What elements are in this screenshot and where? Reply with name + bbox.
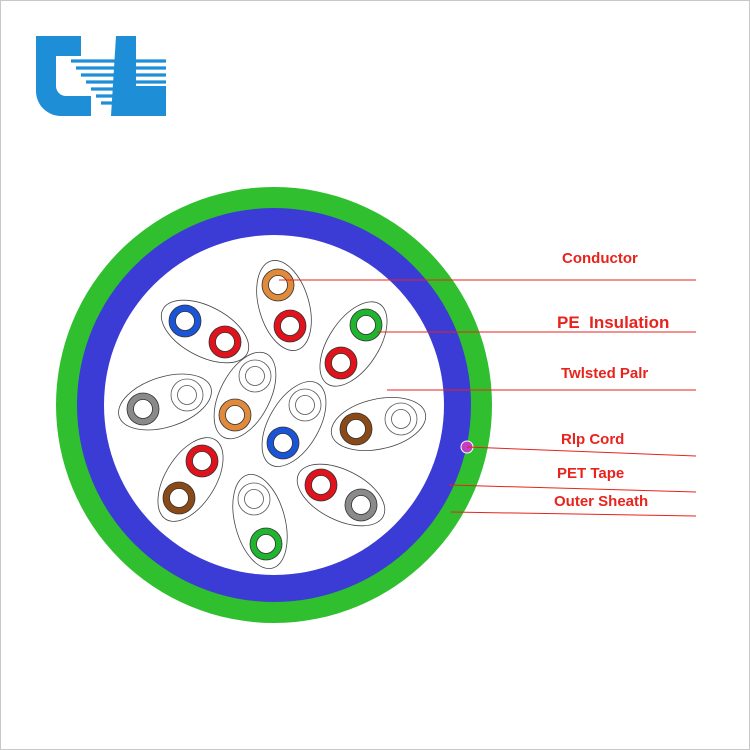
conductor <box>192 451 212 471</box>
conductor <box>280 316 300 336</box>
twisted-pair <box>256 260 312 351</box>
conductor <box>225 405 245 425</box>
twisted-pair <box>319 301 388 387</box>
conductor <box>351 495 371 515</box>
twisted-pair <box>261 381 327 467</box>
logo-stripes <box>71 59 166 105</box>
callout-lines <box>279 279 697 517</box>
conductor <box>356 315 376 335</box>
conductor <box>169 488 189 508</box>
twisted-pair <box>160 299 250 364</box>
conductor <box>331 353 351 373</box>
label-outer-sheath: Outer Sheath <box>554 493 649 510</box>
conductor <box>311 475 331 495</box>
conductor <box>244 489 264 509</box>
conductor <box>256 534 276 554</box>
twisted-pair <box>157 437 224 522</box>
conductor <box>175 311 195 331</box>
twisted-pair <box>330 397 427 451</box>
conductor <box>273 433 293 453</box>
label-rip-cord: Rlp Cord <box>561 431 625 448</box>
conductor <box>215 332 235 352</box>
conductor <box>346 419 366 439</box>
callout-line-pet-tape <box>448 484 697 493</box>
conductor <box>177 385 197 405</box>
callout-line-rip-cord <box>466 446 697 457</box>
twisted-pairs <box>118 260 427 569</box>
label-twisted-pair: Twlsted Palr <box>561 365 649 382</box>
callout-line-outer-sheath <box>450 511 697 517</box>
label-pet-tape: PET Tape <box>557 465 625 482</box>
twisted-pair <box>296 463 386 527</box>
logo-c-shape <box>36 36 91 116</box>
label-conductor: Conductor <box>562 250 638 267</box>
conductor <box>133 399 153 419</box>
twisted-pair <box>232 474 288 569</box>
twisted-pair <box>118 373 212 431</box>
conductor <box>245 366 265 386</box>
company-logo <box>36 36 166 116</box>
label-pe-insulation: PE Insulation <box>557 313 670 332</box>
twisted-pair <box>213 351 277 440</box>
conductor <box>391 409 411 429</box>
conductor <box>295 395 315 415</box>
conductor <box>268 275 288 295</box>
